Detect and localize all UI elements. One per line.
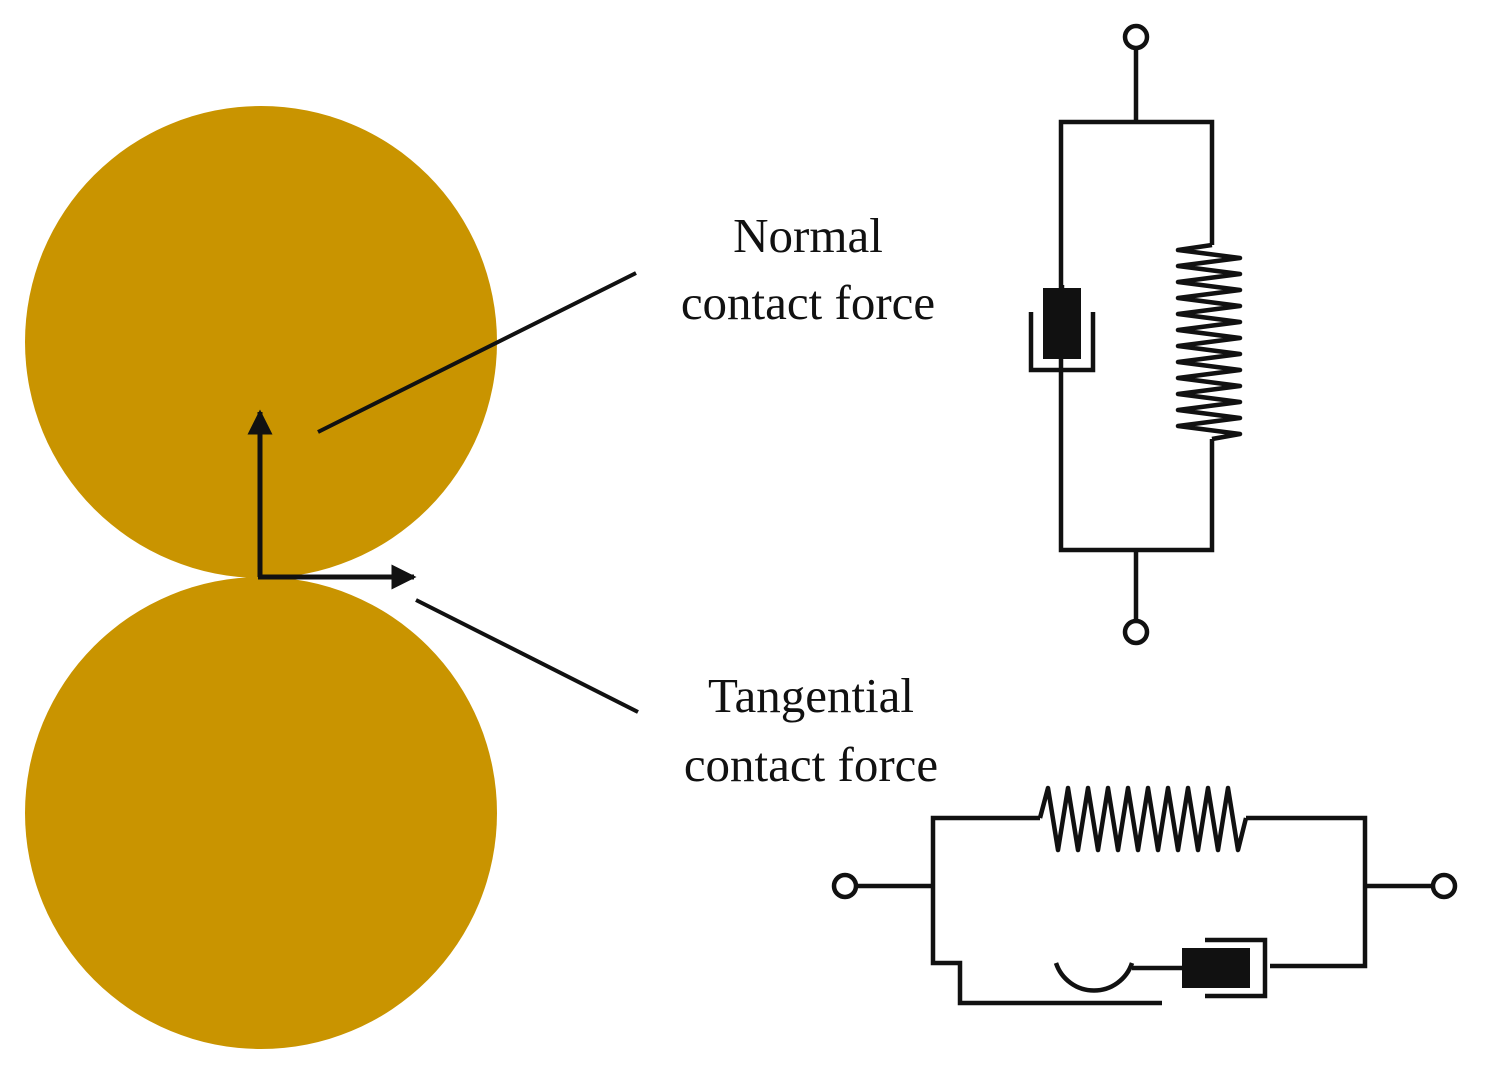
tangential-leader-line <box>415 598 639 714</box>
lower-particle <box>25 577 497 1049</box>
normal-spring <box>1175 242 1243 442</box>
normal-label-line1: Normal <box>733 208 883 263</box>
tangential-contact-model <box>831 785 1458 1006</box>
tangential-terminal-right <box>1430 872 1458 900</box>
tangential-dashpot-piston <box>1182 948 1250 988</box>
tangential-label-line2: contact force <box>684 737 938 792</box>
normal-leader-line <box>317 271 637 434</box>
normal-dashpot-piston <box>1043 288 1081 359</box>
upper-particle <box>25 106 497 578</box>
normal-contact-model <box>1028 23 1243 646</box>
normal-label-line2: contact force <box>681 275 935 330</box>
tangential-label-line1: Tangential <box>708 668 914 723</box>
normal-dashpot-cylinder <box>1028 312 1096 373</box>
friction-slider <box>1053 962 1135 993</box>
normal-terminal-top <box>1122 23 1150 51</box>
tangential-terminal-left <box>831 872 859 900</box>
normal-terminal-bottom <box>1122 618 1150 646</box>
tangential-dashpot-cylinder <box>1205 937 1268 999</box>
tangential-spring <box>1037 785 1249 853</box>
